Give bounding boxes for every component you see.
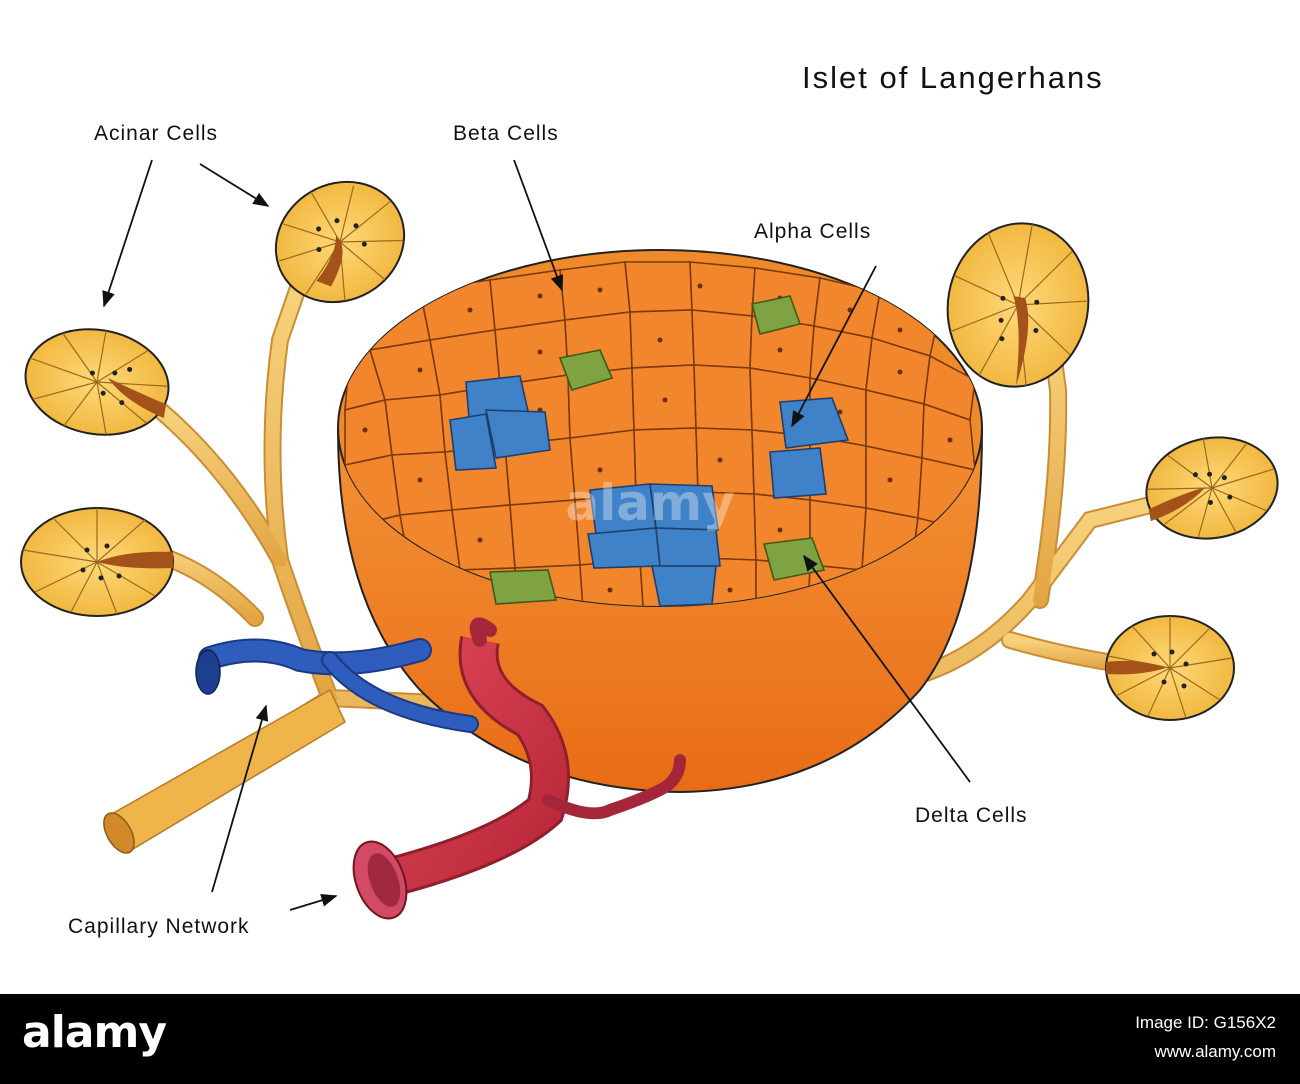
acinar-arrow-right [199,163,270,207]
capillary-arrow-up [211,704,269,893]
beta-arrow [513,159,564,292]
watermark: alamy [565,474,734,532]
acinar-arrow-left [102,159,153,308]
label-delta-cells: Delta Cells [915,804,1028,827]
label-beta-cells: Beta Cells [453,122,559,145]
leader-lines [102,159,971,911]
main-duct [103,688,346,854]
alpha-arrow [791,265,877,428]
acinar-cell-group [20,180,1279,721]
diagram-title: Islet of Langerhans [802,60,1104,95]
site-url: www.alamy.com [1154,1042,1276,1061]
vein [195,638,479,733]
label-alpha-cells: Alpha Cells [754,220,872,243]
label-acinar-cells: Acinar Cells [94,122,219,145]
label-capillary-network: Capillary Network [68,915,250,938]
brand-logo: alamy [22,1007,167,1058]
capillary-arrow-right [289,894,338,911]
delta-arrow [803,554,971,783]
image-id: Image ID: G156X2 [1135,1013,1276,1032]
islet-diagram: alamy [20,159,1279,920]
islet-body [336,249,984,794]
footer-bar: alamy Image ID: G156X2 www.alamy.com [0,994,1300,1084]
artery [352,617,686,920]
alpha-cells [449,375,850,607]
